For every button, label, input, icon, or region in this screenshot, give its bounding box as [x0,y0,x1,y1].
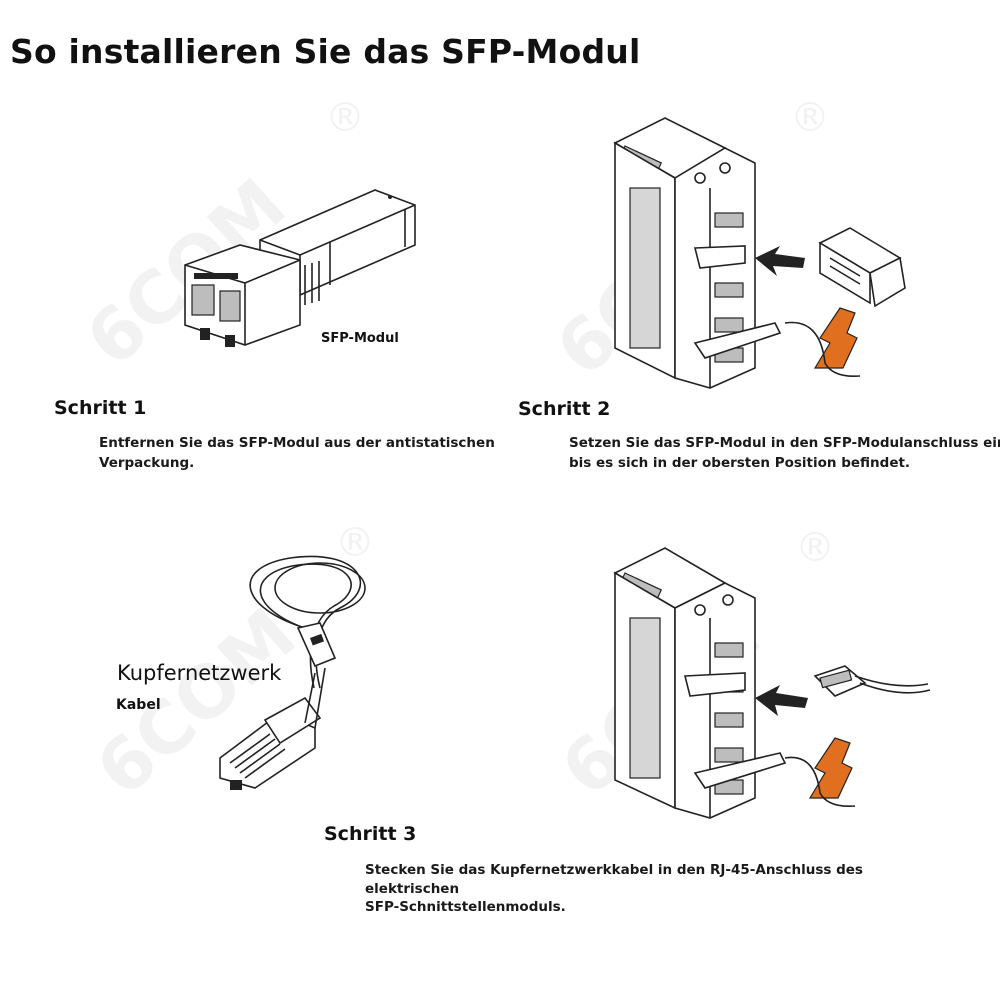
step3-description-line: SFP-Schnittstellenmoduls. [365,899,566,915]
step2-description-line: Setzen Sie das SFP-Modul in den SFP-Modu… [569,435,1000,451]
step3-description-line: elektrischen [365,880,460,897]
sfp-module-illustration [184,189,416,347]
step3-description-line: Stecken Sie das Kupfernetzwerkkabel in d… [365,862,863,878]
watermark-reg-1: ® [325,95,365,141]
sfp-module-label: SFP-Modul [321,331,399,346]
step2-description: Setzen Sie das SFP-Modul in den SFP-Modu… [569,433,1000,473]
step1-heading: Schritt 1 [54,397,147,419]
step2-description-line: bis es sich in der obersten Position bef… [569,455,911,471]
step1-description-line: Entfernen Sie das SFP-Modul aus der anti… [99,435,495,451]
step2-heading: Schritt 2 [518,398,611,420]
step3-description: Stecken Sie das Kupfernetzwerkkabel in d… [365,861,863,917]
step1-description-line: Verpackung. [99,455,195,471]
step3-heading: Schritt 3 [324,823,417,845]
step1-description: Entfernen Sie das SFP-Modul aus der anti… [99,433,495,473]
switch-insert-illustration [613,117,906,389]
switch-cable-illustration [613,547,931,819]
rj45-cable-illustration [219,555,366,790]
page-title: So installieren Sie das SFP-Modul [10,32,641,71]
cable-label: Kupfernetzwerk [117,661,282,685]
cable-sublabel: Kabel [116,697,161,713]
